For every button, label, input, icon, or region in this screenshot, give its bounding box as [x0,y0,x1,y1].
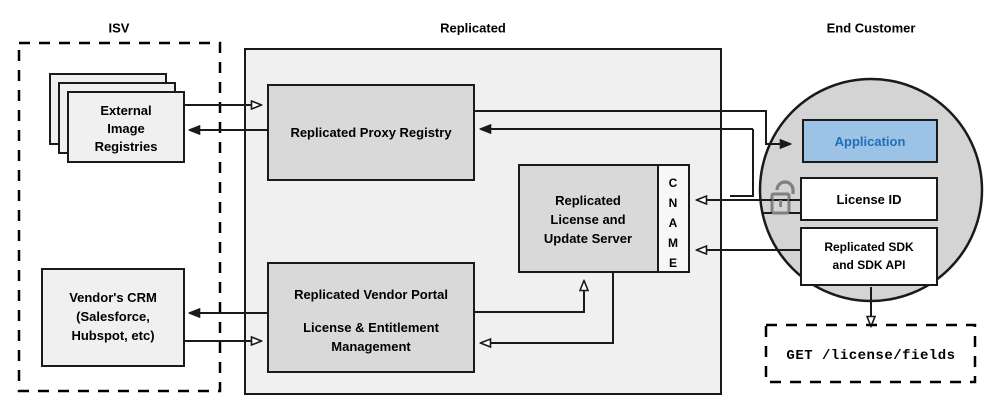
license-server-label-line-3: Update Server [544,231,632,246]
license-server-label-line-2: License and [550,212,625,227]
replicated-sdk-label-line-1: Replicated SDK [824,240,914,254]
registry-label-line-1: External [100,103,151,118]
replicated-sdk-node[interactable]: Replicated SDK and SDK API [800,227,938,286]
vendors-crm-label-line-3: Hubspot, etc) [71,328,154,343]
connector-customer-to-proxy-leg [730,129,754,197]
replicated-vendor-portal-box [267,262,475,373]
replicated-proxy-registry-node[interactable]: Replicated Proxy Registry [267,84,475,181]
license-id-node[interactable]: License ID [800,177,938,221]
vendors-crm-node[interactable]: Vendor's CRM (Salesforce, Hubspot, etc) [41,268,185,367]
license-id-label: License ID [836,192,901,207]
application-node[interactable]: Application [802,119,938,163]
registry-label-line-3: Registries [95,139,158,154]
replicated-vendor-portal-node[interactable]: Replicated Vendor Portal License & Entit… [267,262,475,373]
replicated-proxy-registry-label: Replicated Proxy Registry [290,125,452,140]
connector-licenseserver-to-vendorportal [481,272,614,343]
zone-title-end-customer: End Customer [827,20,916,35]
cname-letter-n: N [669,196,678,210]
cname-letter-a: A [669,216,678,230]
license-id-box [800,177,938,221]
replicated-sdk-box [800,227,938,286]
replicated-license-update-server-node[interactable]: Replicated License and Update Server C N… [518,164,690,273]
application-box [802,119,938,163]
cname-letter-e: E [669,256,677,270]
application-label: Application [835,134,906,149]
vendor-portal-label-line-3: Management [331,339,411,354]
vendor-portal-label-line-2: License & Entitlement [303,320,439,335]
cname-letter-c: C [669,176,678,190]
registry-stack-front [67,91,185,163]
vendors-crm-box [41,268,185,367]
api-request-label: GET /license/fields [786,348,955,364]
api-request-node: GET /license/fields [764,323,977,384]
unlock-icon [770,180,795,215]
vendor-portal-label-line-1: Replicated Vendor Portal [294,287,448,302]
vendors-crm-label-line-2: (Salesforce, [76,309,150,324]
connector-proxy-to-application [474,110,790,144]
isv-zone-boundary [17,41,222,393]
vendors-crm-label-line-1: Vendor's CRM [69,290,157,305]
replicated-proxy-registry-box [267,84,475,181]
zone-title-replicated: Replicated [440,20,506,35]
replicated-license-update-server-box [518,164,659,273]
license-server-label-line-1: Replicated [555,193,621,208]
cname-letter-m: M [668,236,678,250]
connector-vendorportal-to-licenseserver [474,281,584,313]
external-image-registries-node[interactable]: External Image Registries [49,73,185,163]
zone-title-isv: ISV [109,20,130,35]
api-request-boundary [764,323,977,384]
cname-strip [657,164,690,273]
registry-label-line-2: Image [107,121,145,136]
replicated-sdk-label-line-2: and SDK API [833,258,906,272]
